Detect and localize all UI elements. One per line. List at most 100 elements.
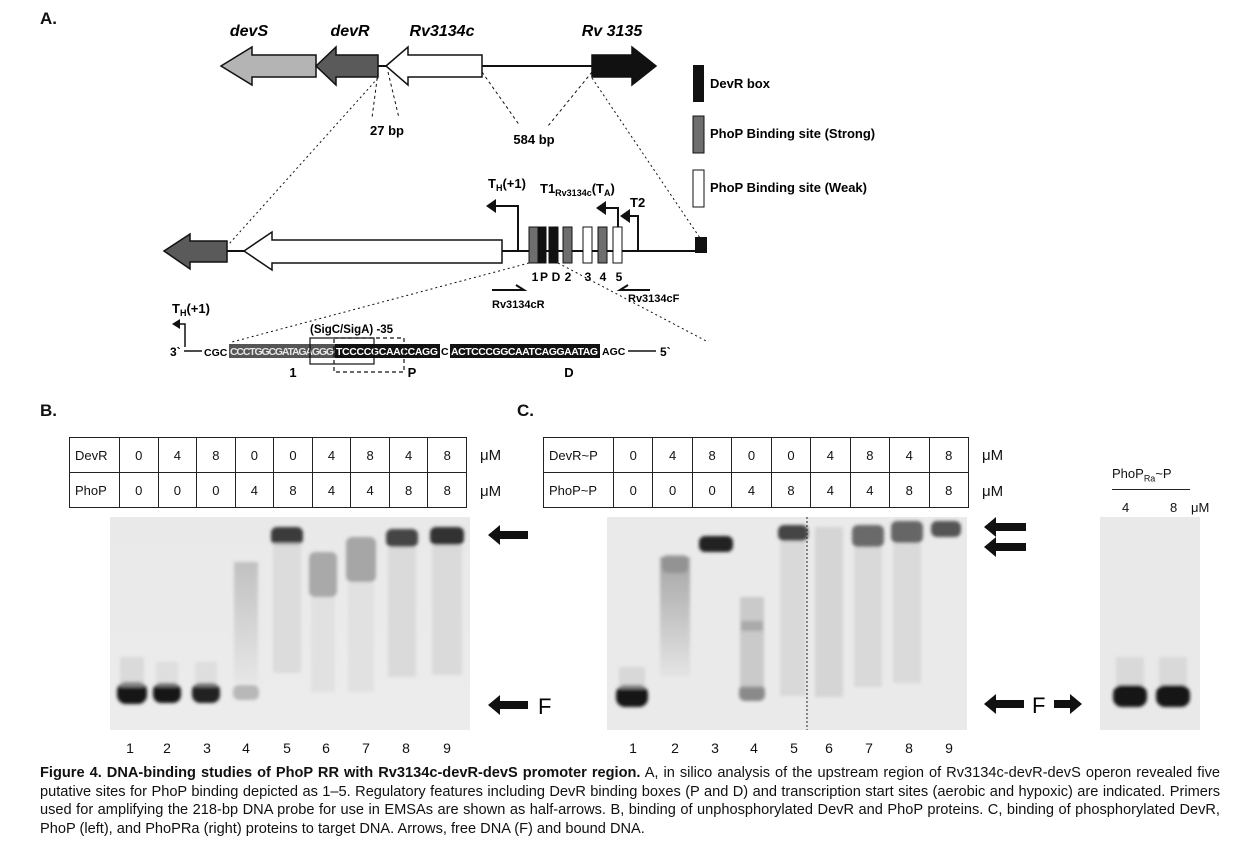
rv3135-gene-arrow bbox=[591, 45, 658, 87]
panel-b-cell: 8 bbox=[427, 472, 467, 508]
band-b-lane1-free bbox=[117, 682, 147, 704]
smear-b-lane7 bbox=[346, 537, 376, 582]
spacer-584bp: 584 bp bbox=[513, 132, 554, 147]
panel-c-cell: 4 bbox=[810, 472, 851, 508]
site-label-3: 3 bbox=[585, 270, 592, 284]
smear-b-lane6 bbox=[309, 552, 337, 597]
panel-b-lane-numbers: 1 2 3 4 5 6 7 8 9 bbox=[110, 740, 470, 760]
gene-label-rv3135: Rv 3135 bbox=[582, 23, 644, 40]
panel-b-lane-number: 6 bbox=[322, 740, 330, 756]
panel-b-cell: 4 bbox=[388, 437, 429, 473]
bound-dna-arrow-lower-icon bbox=[984, 537, 1026, 557]
panel-b-label: B. bbox=[40, 401, 57, 420]
primer-rv3134cr: Rv3134cR bbox=[492, 299, 545, 311]
panel-c-cell: 0 bbox=[612, 472, 654, 508]
panel-c-side-divider bbox=[1112, 489, 1190, 490]
panel-c-free-label: F bbox=[1032, 693, 1045, 718]
panel-c-cell: 8 bbox=[849, 437, 891, 473]
smear-c-lane4 bbox=[740, 597, 764, 687]
panel-c-cell: 8 bbox=[889, 472, 930, 508]
th-tss-label: TH(+1) bbox=[488, 176, 526, 193]
panel-b-cell: 8 bbox=[273, 472, 313, 508]
seq-th-label: TH(+1) bbox=[172, 301, 210, 318]
seq-sigma-label: (SigC/SigA) -35 bbox=[310, 324, 394, 336]
band-c-lane5-bound bbox=[778, 525, 808, 541]
site-label-p: P bbox=[540, 270, 548, 284]
band-b-lane3-free bbox=[192, 683, 220, 703]
panel-c-cell: 0 bbox=[612, 437, 654, 473]
side-title-main: PhoP bbox=[1112, 466, 1144, 481]
panel-c-lane-number: 3 bbox=[711, 740, 719, 756]
panel-b-lane-number: 3 bbox=[203, 740, 211, 756]
panel-b-cell: 4 bbox=[311, 472, 352, 508]
legend-label-devr-box: DevR box bbox=[710, 76, 771, 91]
panel-b-unit-row1: μM bbox=[480, 447, 502, 464]
panel-b-arrows: F bbox=[488, 525, 551, 719]
figure-caption: Figure 4. DNA-binding studies of PhoP RR… bbox=[40, 764, 1220, 838]
panel-b-cell: 8 bbox=[196, 437, 236, 473]
seq-site-p: TCCCCGCAACCAGG bbox=[336, 346, 438, 358]
panel-c-side-title: PhoPRa~P bbox=[1112, 466, 1172, 484]
panel-c-side-value-2: 8 bbox=[1170, 500, 1178, 515]
panel-b-rowhead-phop: PhoP bbox=[69, 472, 120, 508]
band-c-lane1-free bbox=[616, 685, 648, 707]
seq-label-p: P bbox=[408, 365, 417, 380]
panel-c-cell: 4 bbox=[889, 437, 930, 473]
panel-c-rowhead-phop: PhoP~P bbox=[543, 472, 614, 508]
seq-5prime: 5` bbox=[660, 345, 671, 359]
panel-c-cell: 4 bbox=[810, 437, 851, 473]
band-side-lane2-free bbox=[1156, 685, 1190, 707]
seq-3prime: 3` bbox=[170, 345, 181, 359]
panel-b-lane-number: 9 bbox=[443, 740, 451, 756]
panel-b-gel bbox=[110, 517, 470, 730]
band-c-lane4-free bbox=[739, 685, 765, 701]
panel-c-lane-number: 4 bbox=[750, 740, 758, 756]
panel-b-lane-number: 5 bbox=[283, 740, 291, 756]
panel-c-label: C. bbox=[517, 401, 534, 420]
panel-b-cell: 4 bbox=[157, 437, 198, 473]
panel-c-cell: 8 bbox=[928, 472, 969, 508]
bound-dna-arrow-icon bbox=[488, 525, 528, 545]
gene-label-devr: devR bbox=[330, 23, 370, 40]
panel-a-diagram: devS devR Rv3134c Rv 3135 27 bp 584 bp D… bbox=[162, 23, 875, 380]
seq-site-1: CCCTGGCGATAGAGGG bbox=[230, 346, 334, 358]
panel-b-cell: 0 bbox=[119, 437, 159, 473]
site-label-2: 2 bbox=[565, 270, 572, 284]
panel-c-lane-number: 8 bbox=[905, 740, 913, 756]
t1-tss-label: T1Rv3134c(TA) bbox=[540, 181, 615, 198]
smear-c-lane6 bbox=[815, 527, 843, 697]
panel-b-rowhead-devr: DevR bbox=[69, 437, 120, 473]
panel-b-row-devr: DevR 0 4 8 0 0 4 8 4 8 bbox=[69, 437, 467, 473]
panel-b-cell: 0 bbox=[273, 437, 313, 473]
band-b-lane5-bound bbox=[271, 527, 303, 545]
site-label-5: 5 bbox=[616, 270, 623, 284]
band-b-lane2-free bbox=[153, 683, 181, 703]
site-p-box bbox=[537, 226, 547, 264]
gene-label-devs: devS bbox=[230, 23, 269, 40]
panel-c-cell: 0 bbox=[731, 437, 772, 473]
devr-zoom-arrow bbox=[162, 232, 228, 271]
free-dna-arrow-left-icon bbox=[984, 694, 1024, 714]
panel-b-lane-number: 8 bbox=[402, 740, 410, 756]
panel-b-cell: 0 bbox=[196, 472, 236, 508]
seq-gap: C bbox=[441, 346, 449, 358]
panel-b-cell: 8 bbox=[350, 437, 390, 473]
legend-swatch-phop-strong bbox=[692, 115, 705, 154]
devr-gene-arrow bbox=[314, 45, 379, 87]
bound-dna-arrow-upper-icon bbox=[984, 517, 1026, 537]
band-b-lane9-bound bbox=[430, 527, 464, 545]
spacer-27bp: 27 bp bbox=[370, 123, 404, 138]
panel-c-arrows: F bbox=[984, 517, 1082, 718]
panel-c-cell: 8 bbox=[691, 437, 733, 473]
rv3134c-zoom-arrow bbox=[242, 230, 503, 272]
side-title-suffix: ~P bbox=[1155, 466, 1172, 481]
band-side-lane1-free bbox=[1113, 685, 1147, 707]
panel-c-lane-number: 6 bbox=[825, 740, 833, 756]
panel-b-cell: 4 bbox=[350, 472, 390, 508]
legend-swatch-phop-weak bbox=[692, 169, 705, 208]
panel-b-cell: 4 bbox=[234, 472, 275, 508]
panel-b-cell: 8 bbox=[388, 472, 429, 508]
seq-prefix: CGC bbox=[204, 347, 228, 359]
primer-rv3134cf: Rv3134cF bbox=[628, 293, 680, 305]
panel-b-lane-number: 2 bbox=[163, 740, 171, 756]
